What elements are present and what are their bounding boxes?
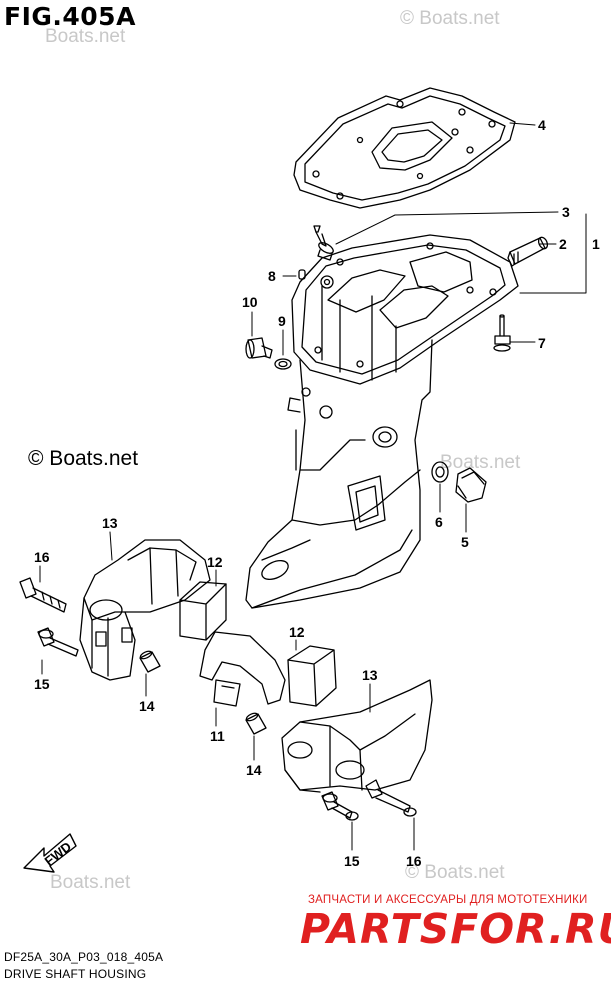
part-5-plug	[455, 467, 487, 503]
figure-title: FIG.405A	[4, 2, 136, 31]
part-12-lower-block	[287, 645, 337, 707]
part-14-lower-dowel	[245, 712, 267, 735]
callout-10: 10	[242, 294, 258, 310]
brand-logo: PARTSFOR.RU	[300, 905, 611, 953]
part-12-upper-block	[179, 581, 227, 641]
callout-2: 2	[559, 236, 567, 252]
part-16-lower-bolt	[365, 779, 417, 817]
watermark-main: © Boats.net	[28, 447, 139, 470]
part-8-dowel	[298, 269, 306, 280]
callout-12-upper: 12	[207, 554, 223, 570]
callout-15-lower: 15	[344, 853, 360, 869]
part-drive-shaft-housing	[245, 234, 519, 609]
figure-code: DF25A_30A_P03_018_405A	[4, 950, 164, 964]
watermark-bottom-right: © Boats.net	[405, 862, 505, 883]
part-13-upper-cover	[79, 539, 211, 681]
part-9-washer	[274, 358, 292, 370]
callout-11: 11	[210, 728, 225, 744]
callout-12-lower: 12	[289, 624, 305, 640]
callout-14-upper: 14	[139, 698, 155, 714]
brand-tagline: ЗАПЧАСТИ И АКСЕССУАРЫ ДЛЯ МОТОТЕХНИКИ	[308, 894, 588, 906]
callout-1: 1	[592, 236, 600, 252]
watermark-mid-right: Boats.net	[440, 452, 521, 473]
callout-7: 7	[538, 335, 546, 351]
part-15-upper-bolt	[37, 627, 79, 657]
part-7-bolt	[493, 314, 511, 352]
callout-9: 9	[278, 313, 286, 329]
callout-4: 4	[538, 117, 546, 133]
callout-15-upper: 15	[34, 676, 50, 692]
callout-16-lower: 16	[406, 853, 422, 869]
part-16-upper-bolt	[19, 577, 67, 613]
callout-8: 8	[268, 268, 276, 284]
callout-5: 5	[461, 534, 469, 550]
callout-6: 6	[435, 514, 443, 530]
callout-16-upper: 16	[34, 549, 50, 565]
part-3-pin	[313, 225, 334, 261]
leader-lines	[39, 122, 587, 851]
part-2-plug	[507, 236, 549, 267]
part-6-gasket	[431, 461, 449, 483]
part-10-bolt	[245, 337, 273, 359]
part-15-lower-bolt	[321, 791, 359, 821]
callout-14-lower: 14	[246, 762, 262, 778]
part-11-bracket	[199, 631, 286, 707]
figure-name: DRIVE SHAFT HOUSING	[4, 967, 147, 981]
part-gasket	[293, 87, 516, 209]
callout-13-lower: 13	[362, 667, 378, 683]
callout-3: 3	[562, 204, 570, 220]
fwd-arrow-icon: FWD	[23, 833, 77, 873]
watermark-top-left: Boats.net	[45, 26, 126, 47]
watermark-top-right: © Boats.net	[400, 8, 500, 29]
part-13-lower-cover	[281, 679, 433, 793]
watermark-bottom-left: Boats.net	[50, 872, 131, 893]
part-14-upper-dowel	[139, 650, 161, 673]
callout-13-upper: 13	[102, 515, 118, 531]
